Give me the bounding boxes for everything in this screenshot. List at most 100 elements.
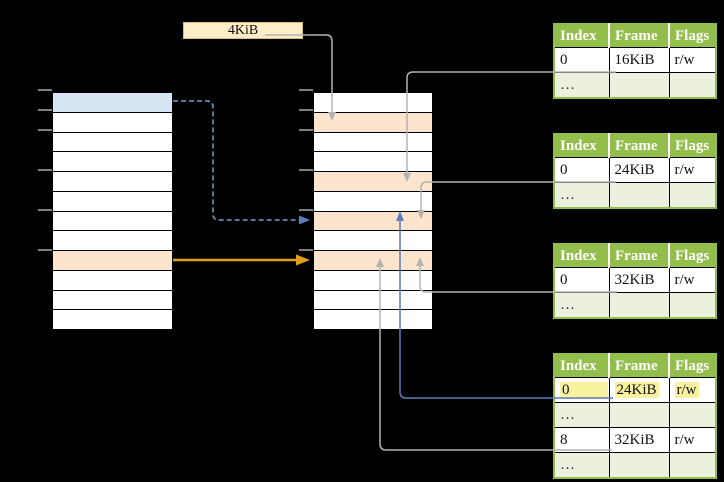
physical-frame-row [314,93,432,113]
table-row-ellipsis: … [553,452,717,479]
table-row: 0 32KiB r/w [553,267,717,293]
axis-tick [299,129,313,131]
axis-tick [38,89,52,91]
cell-frame: 24KiB [608,377,670,403]
axis-tick [299,249,313,251]
page-table-2: Index Frame Flags 0 24KiB r/w … [553,133,717,209]
page-size-label: 4KiB [183,22,303,39]
column-header-index: Index [554,354,609,378]
virtual-page-row [53,291,172,311]
page-table-3-grid: Index Frame Flags 0 32KiB r/w … [553,243,717,319]
physical-frame-row [314,271,432,291]
cell-frame: 16KiB [608,47,670,73]
column-header-index: Index [554,134,609,158]
column-header-index: Index [554,24,609,48]
cell-frame: 24KiB [608,157,670,183]
page-table-4-grid: Index Frame Flags 0 24KiB r/w … 8 32KiB … [553,353,717,479]
column-header-flags: Flags [668,244,716,268]
physical-frame-row [314,291,432,311]
axis-tick [38,109,52,111]
axis-tick [38,249,52,251]
table-header-row: Index Frame Flags [554,354,716,378]
physical-frame-row-highlighted [314,112,432,133]
physical-frame-row [314,192,432,212]
axis-tick [299,89,313,91]
physical-frame-row-highlighted [314,172,432,192]
cell-flags [668,72,717,99]
highlight-frame: 24KiB [614,381,659,398]
table-row-ellipsis: … [553,402,717,428]
arrow-virtual-blue-to-frame [173,100,299,221]
cell-frame [608,402,670,428]
virtual-page-row-highlighted-blue [53,93,172,113]
cell-frame: 32KiB [608,427,670,453]
page-table-3: Index Frame Flags 0 32KiB r/w … [553,243,717,319]
cell-index: 8 [553,427,610,453]
physical-frame-row-highlighted [314,211,432,232]
virtual-page-row [53,310,172,329]
cell-flags: r/w [668,47,717,73]
page-table-2-grid: Index Frame Flags 0 24KiB r/w … [553,133,717,209]
physical-memory-table [313,92,433,330]
virtual-page-row [53,231,172,251]
cell-flags: r/w [668,157,717,183]
axis-tick [299,209,313,211]
arrowhead [299,215,310,225]
virtual-page-row [53,172,172,192]
table-row-ellipsis: … [553,182,717,209]
column-header-flags: Flags [668,24,716,48]
physical-frame-row [314,152,432,172]
column-header-frame: Frame [608,134,669,158]
physical-frame-row [314,231,432,251]
cell-flags [668,402,717,428]
cell-frame [608,72,670,99]
highlight-index: 0 [560,381,608,399]
cell-index: 0 [553,47,610,73]
page-table-4: Index Frame Flags 0 24KiB r/w … 8 32KiB … [553,353,717,479]
physical-frame-row [314,133,432,153]
table-row-highlighted: 0 24KiB r/w [553,377,717,403]
cell-index: … [553,402,610,428]
cell-index: … [553,182,610,209]
table-header-row: Index Frame Flags [554,244,716,268]
axis-tick [299,109,313,111]
virtual-page-row [53,133,172,153]
column-header-frame: Frame [608,244,669,268]
cell-flags: r/w [668,267,717,293]
cell-flags: r/w [668,427,717,453]
axis-tick [38,169,52,171]
cell-flags [668,452,717,479]
virtual-page-row [53,212,172,232]
axis-tick [38,129,52,131]
cell-index: 0 [553,157,610,183]
virtual-page-row [53,271,172,291]
column-header-flags: Flags [668,354,716,378]
table-row: 0 16KiB r/w [553,47,717,73]
table-header-row: Index Frame Flags [554,24,716,48]
cell-index: 0 [553,377,610,403]
physical-frame-row [314,310,432,329]
page-table-1: Index Frame Flags 0 16KiB r/w … [553,23,717,99]
table-row: 0 24KiB r/w [553,157,717,183]
table-row-ellipsis: … [553,72,717,99]
column-header-flags: Flags [668,134,716,158]
highlight-flags: r/w [674,381,699,398]
cell-index: 0 [553,267,610,293]
cell-frame: 32KiB [608,267,670,293]
cell-frame [608,292,670,319]
table-header-row: Index Frame Flags [554,134,716,158]
cell-index: … [553,292,610,319]
virtual-page-row [53,113,172,133]
column-header-frame: Frame [608,354,669,378]
cell-index: … [553,72,610,99]
virtual-page-row [53,192,172,212]
axis-tick [38,209,52,211]
cell-flags [668,292,717,319]
virtual-page-row [53,152,172,172]
table-row-ellipsis: … [553,292,717,319]
cell-flags: r/w [668,377,717,403]
cell-frame [608,452,670,479]
axis-tick [299,169,313,171]
column-header-index: Index [554,244,609,268]
